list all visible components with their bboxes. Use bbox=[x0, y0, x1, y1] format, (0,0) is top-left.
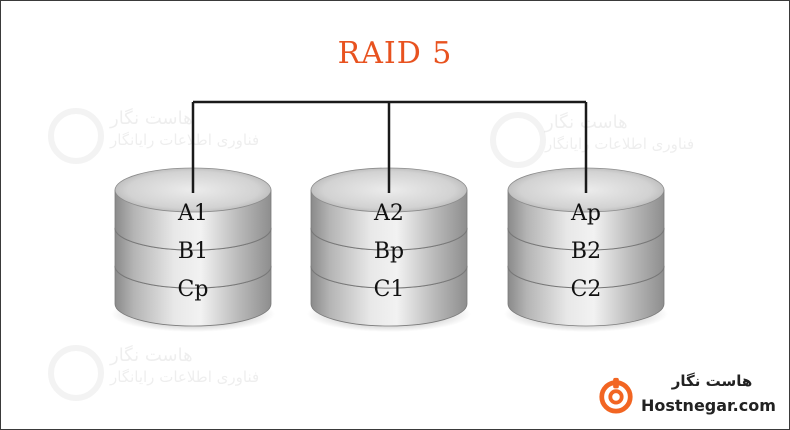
disk-segment-label: B2 bbox=[571, 239, 601, 264]
disk-segment-label: B1 bbox=[178, 239, 208, 264]
hostnegar-logo-icon bbox=[599, 377, 633, 414]
disk-segment-label: Ap bbox=[570, 201, 601, 226]
raid-connector bbox=[191, 100, 588, 193]
logo-domain: Hostnegar.com bbox=[641, 396, 776, 415]
watermark-logo-icon bbox=[48, 108, 104, 164]
disk-segment-label: Cp bbox=[178, 277, 209, 302]
hostnegar-logo[interactable]: هاست نگار Hostnegar.com bbox=[595, 372, 785, 422]
disk-segment-label: C1 bbox=[374, 277, 405, 302]
disk-segment-label: A2 bbox=[373, 201, 404, 226]
watermark-logo-icon bbox=[48, 345, 104, 401]
diagram-title: RAID 5 bbox=[337, 36, 453, 71]
disk-segment-label: Bp bbox=[374, 239, 404, 264]
watermark-logo-icon bbox=[490, 112, 546, 168]
disk-segment-label: C2 bbox=[571, 277, 602, 302]
disk-segment-label: A1 bbox=[177, 201, 208, 226]
logo-persian-name: هاست نگار bbox=[671, 372, 753, 390]
